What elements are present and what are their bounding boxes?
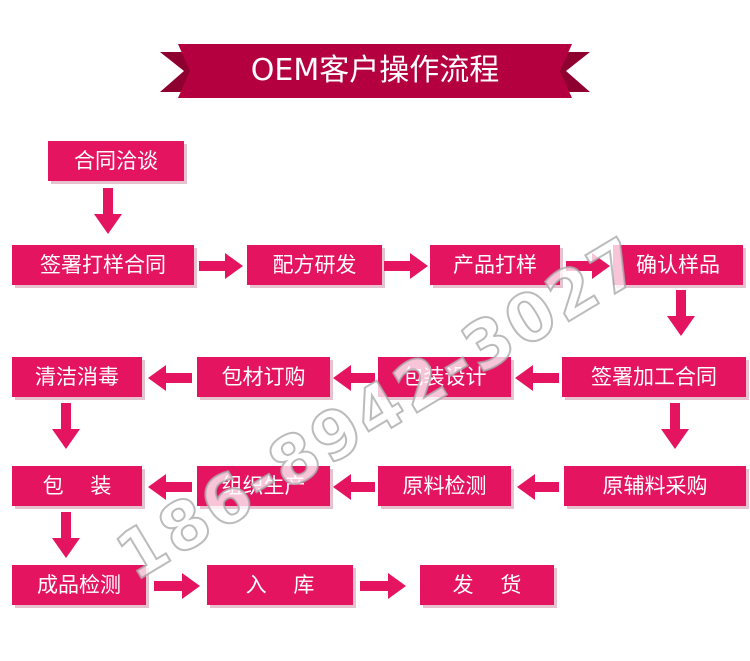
- step-packing: 包 装: [12, 466, 142, 506]
- arrow-left-icon: [517, 474, 559, 500]
- arrow-down-icon: [667, 290, 695, 336]
- step-raw-material-testing: 原料检测: [378, 466, 511, 506]
- arrow-left-icon: [333, 474, 375, 500]
- arrow-left-icon: [333, 365, 375, 391]
- arrow-down-icon: [94, 188, 122, 234]
- step-sign-sample-contract: 签署打样合同: [12, 245, 194, 285]
- arrow-right-icon: [360, 573, 406, 599]
- arrow-down-icon: [661, 403, 689, 449]
- step-finished-product-testing: 成品检测: [12, 565, 146, 605]
- step-confirm-sample: 确认样品: [613, 245, 743, 285]
- step-shipping: 发 货: [420, 565, 554, 605]
- step-clean-disinfect: 清洁消毒: [12, 357, 142, 397]
- step-warehousing: 入 库: [207, 565, 353, 605]
- page-title: OEM客户操作流程: [250, 53, 500, 88]
- arrow-down-icon: [52, 512, 80, 558]
- arrow-left-icon: [515, 365, 559, 391]
- arrow-right-icon: [154, 573, 200, 599]
- arrow-right-icon: [566, 253, 610, 279]
- arrow-left-icon: [148, 474, 192, 500]
- banner-ribbon: [160, 44, 590, 98]
- title-banner: OEM客户操作流程: [160, 42, 590, 100]
- step-packaging-purchase: 包材订购: [197, 357, 330, 397]
- step-product-sampling: 产品打样: [430, 245, 560, 285]
- arrow-down-icon: [52, 403, 80, 449]
- step-production: 组织生产: [197, 466, 330, 506]
- arrow-right-icon: [199, 253, 243, 279]
- step-sign-processing-contract: 签署加工合同: [562, 357, 746, 397]
- step-formula-rnd: 配方研发: [247, 245, 382, 285]
- step-material-procurement: 原辅料采购: [564, 466, 746, 506]
- arrow-left-icon: [148, 365, 192, 391]
- arrow-right-icon: [384, 253, 428, 279]
- step-contract-negotiation: 合同洽谈: [48, 141, 184, 181]
- step-packaging-design: 包装设计: [378, 357, 511, 397]
